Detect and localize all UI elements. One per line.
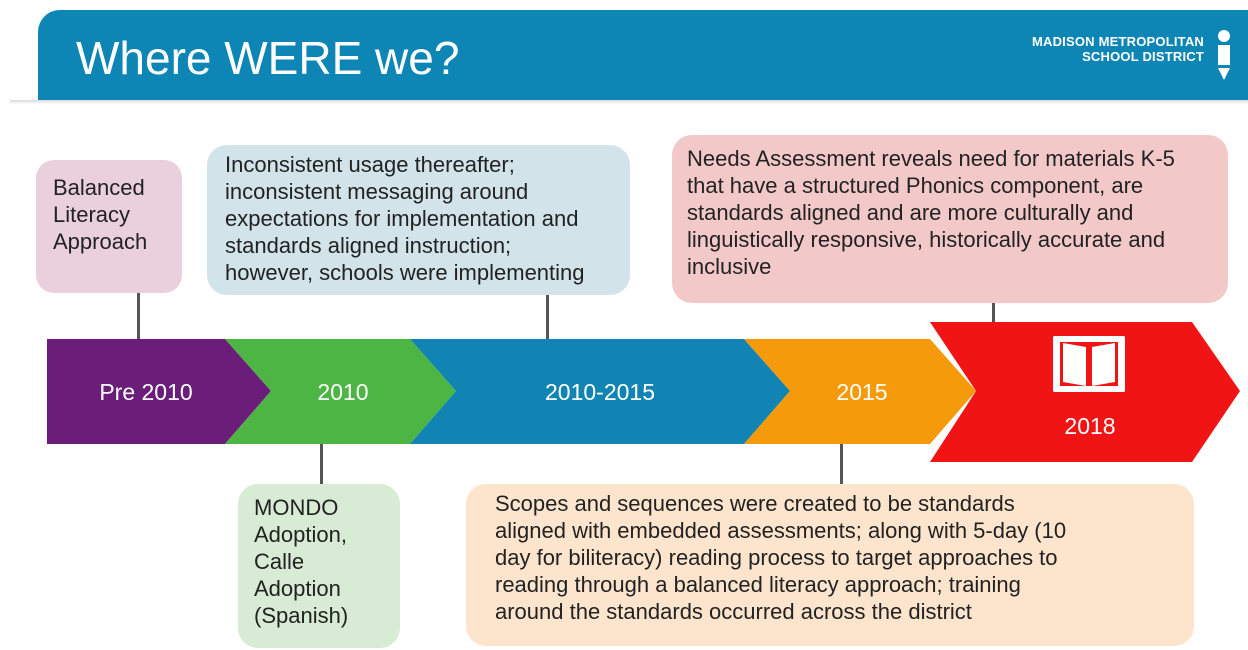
callout-line: Calle [254, 549, 305, 574]
callout-line: standards aligned and are more culturall… [687, 200, 1134, 225]
stage-arrow-2015 [744, 339, 976, 444]
logo-line-2: School District [1082, 49, 1204, 64]
stage-label-pre2010: Pre 2010 [99, 379, 193, 405]
callout-line: Literacy [53, 202, 131, 227]
callout-line: expectations for implementation and [225, 206, 579, 231]
callout-line: MONDO [254, 495, 339, 520]
logo-line-1: Madison Metropolitan [1031, 34, 1204, 49]
callout-line: aligned with embedded assessments; along… [495, 518, 1067, 543]
callout-line: day for biliteracy) reading process to t… [495, 545, 1058, 570]
district-logo: Madison Metropolitan School District [1032, 34, 1204, 64]
header-shadow [10, 100, 1248, 104]
callout-line: Scopes and sequences were created to be … [495, 491, 1015, 516]
callout-line: linguistically responsive, historically … [687, 227, 1166, 252]
callout-2015: Scopes and sequences were created to be … [466, 484, 1194, 646]
callout-line: Adoption [254, 576, 341, 601]
stage-label-2015: 2015 [836, 379, 888, 405]
stage-label-2018: 2018 [1064, 413, 1116, 439]
callout-line: Balanced [53, 175, 145, 200]
callout-line: reading through a balanced literacy appr… [495, 572, 1021, 597]
stage-label-2010: 2010 [317, 379, 369, 405]
stage-arrow-2010-2015 [410, 339, 790, 444]
callout-line: inclusive [687, 254, 772, 279]
page-title: Where WERE we? [76, 32, 460, 84]
stage-arrow-pre2010 [47, 339, 271, 444]
connector-2018 [992, 302, 995, 322]
callout-line: that have a structured Phonics component… [687, 173, 1144, 198]
connector-2015 [840, 444, 843, 486]
callout-line: however, schools were implementing [225, 260, 585, 285]
callout-line: inconsistent messaging around [225, 179, 529, 204]
book-icon [1053, 336, 1125, 392]
callout-2010-2015: Inconsistent usage thereafter; inconsist… [207, 145, 630, 295]
header-bar [38, 10, 1248, 100]
connector-2010 [320, 444, 323, 486]
callout-line: Inconsistent usage thereafter; [225, 152, 515, 177]
callout-line: standards aligned instruction; [225, 233, 512, 258]
pencil-logo-icon [1218, 30, 1230, 80]
callout-pre2010: Balanced Literacy Approach [36, 160, 182, 293]
callout-2018: Needs Assessment reveals need for materi… [672, 135, 1228, 303]
callout-2010: MONDO Adoption, Calle Adoption (Spanish) [238, 484, 400, 648]
connector-pre2010 [137, 292, 140, 339]
stage-arrow-2010 [225, 339, 456, 444]
callout-line: Adoption, [254, 522, 347, 547]
callout-line: Approach [53, 229, 148, 254]
callout-line: (Spanish) [254, 603, 349, 628]
connector-2010-2015 [546, 294, 549, 339]
callout-line: Needs Assessment reveals need for materi… [687, 146, 1175, 171]
stage-label-2010-2015: 2010-2015 [545, 379, 655, 405]
callout-line: around the standards occurred across the… [495, 599, 972, 624]
